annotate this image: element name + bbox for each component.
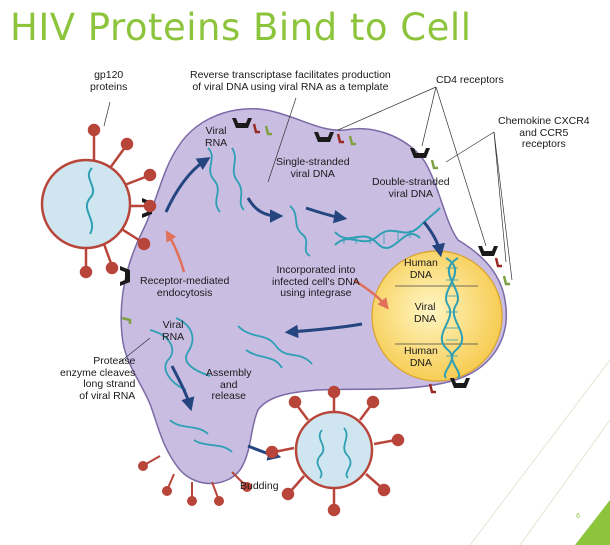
label-human-dna-bottom: Human DNA: [404, 345, 438, 369]
label-viral-rna-mid: Viral RNA: [162, 319, 185, 343]
label-assembly: Assembly and release: [206, 367, 252, 402]
label-double-stranded: Double-stranded viral DNA: [372, 176, 450, 200]
chemokine-coreceptors: [121, 123, 510, 394]
nucleus-dividers: [395, 285, 478, 345]
label-budding: Budding: [240, 480, 279, 492]
label-single-stranded: Single-stranded viral DNA: [276, 156, 350, 180]
label-pointers: [103, 86, 513, 363]
label-viral-rna-top: Viral RNA: [205, 125, 228, 149]
double-stranded-dna: [334, 207, 441, 249]
label-protease: Protease enzyme cleaves long strand of v…: [60, 355, 136, 402]
slide-corner-triangle: [575, 500, 610, 545]
slide-title: HIV Proteins Bind to Cell: [10, 6, 472, 49]
label-cd4: CD4 receptors: [436, 74, 504, 86]
rna-strands: [149, 147, 313, 453]
label-receptor-endocytosis: Receptor-mediated endocytosis: [140, 275, 230, 299]
budding-spikes: [138, 455, 252, 506]
slide-page-number: 6: [576, 513, 580, 520]
label-reverse-transcriptase: Reverse transcriptase facilitates produc…: [190, 69, 391, 93]
label-human-dna-top: Human DNA: [404, 257, 438, 281]
hiv-virus-budding: [265, 385, 405, 517]
label-viral-dna: Viral DNA: [414, 301, 437, 325]
host-cell: [120, 108, 507, 485]
slide-decoration-lines: [469, 359, 610, 545]
label-incorporated: Incorporated into infected cell's DNA us…: [272, 264, 360, 299]
viral-dna-helix: [440, 257, 464, 379]
red-arrows: [165, 230, 389, 310]
hiv-virus-entering: [40, 123, 157, 279]
label-gp120: gp120 proteins: [90, 69, 128, 93]
process-arrows: [164, 157, 446, 461]
label-chemokine: Chemokine CXCR4 and CCR5 receptors: [498, 115, 590, 150]
